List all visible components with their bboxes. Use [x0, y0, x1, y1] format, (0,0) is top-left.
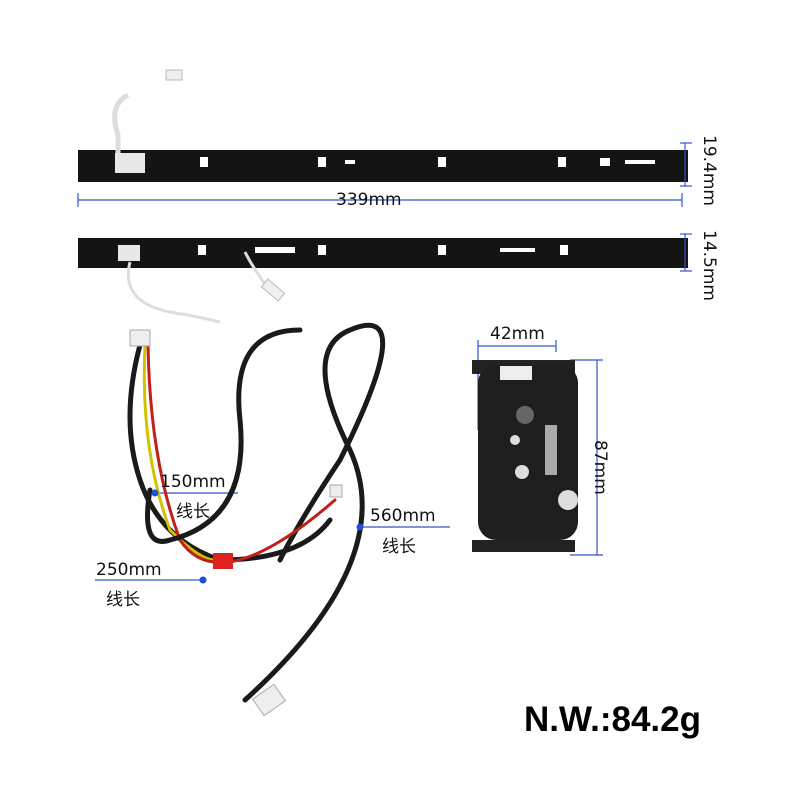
cable-560-caption: 线长 — [382, 537, 416, 557]
cable-250-length: 250mm — [96, 560, 162, 580]
strip-length-label: 339mm — [336, 190, 402, 210]
cable-150-length: 150mm — [160, 472, 226, 492]
wire-harness — [127, 322, 386, 717]
cable-250-caption: 线长 — [106, 590, 140, 610]
strip2-width-label: 14.5mm — [699, 230, 719, 301]
strip1-width-label: 19.4mm — [699, 135, 719, 206]
marker-dots — [151, 489, 364, 584]
bms-pcb-board — [472, 360, 578, 552]
battery-strip-1 — [78, 69, 688, 182]
battery-strip-2 — [78, 238, 688, 324]
cable-150-caption: 线长 — [176, 502, 210, 522]
cable-560-length: 560mm — [370, 506, 436, 526]
pcb-height-label: 87mm — [590, 440, 610, 495]
pcb-width-label: 42mm — [490, 324, 545, 344]
dimension-lines — [77, 142, 692, 581]
net-weight-label: N.W.:84.2g — [524, 700, 701, 739]
